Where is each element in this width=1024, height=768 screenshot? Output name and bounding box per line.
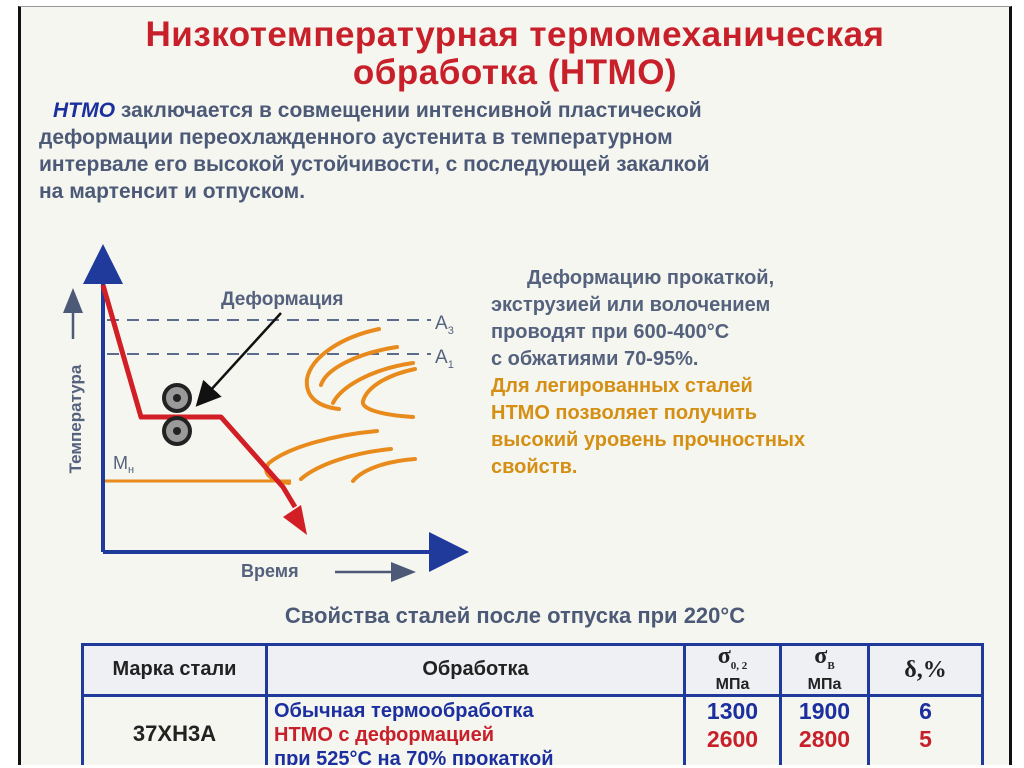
table-header-row: Марка стали Обработка σ0, 2 МПа σВ МПа δ… <box>81 643 984 697</box>
description-block: Деформацию прокаткой, экструзией или вол… <box>491 265 991 481</box>
intro-line2: деформации переохлажденного аустенита в … <box>39 126 673 149</box>
slide: Низкотемпературная термомеханическая обр… <box>18 6 1012 765</box>
cell-sigma02: 1300 2600 <box>683 693 782 765</box>
intro-paragraph: НТМО заключается в совмещении интенсивно… <box>39 97 999 205</box>
deformation-label: Деформация <box>221 289 344 310</box>
cell-sigmav: 1900 2800 <box>779 693 870 765</box>
y-axis-label: Температура <box>66 364 85 473</box>
intro-line1: НТМО заключается в совмещении интенсивно… <box>39 97 999 124</box>
desc-orange-line1: Для легированных сталей <box>491 375 753 397</box>
properties-table: Марка стали Обработка σ0, 2 МПа σВ МПа δ… <box>81 643 984 765</box>
intro-line3: интервале его высокой устойчивости, с по… <box>39 153 710 176</box>
upper-c-curves <box>304 327 417 419</box>
table-row: 37ХН3А Обычная термообработка НТМО с деф… <box>81 693 984 765</box>
desc-orange-line3: высокий уровень прочностных <box>491 429 806 451</box>
treatment-htmo-a: НТМО с деформацией <box>274 723 494 746</box>
desc-orange-line4: свойств. <box>491 456 578 478</box>
intro-line4: на мартенсит и отпуском. <box>39 180 306 203</box>
cell-delta: 6 5 <box>867 693 984 765</box>
roller-icon <box>162 383 192 446</box>
a1-label: A1 <box>435 347 454 371</box>
cooling-path-arrowhead <box>283 505 307 535</box>
header-steel: Марка стали <box>81 643 268 697</box>
header-processing: Обработка <box>265 643 686 697</box>
desc-gray-line4: с обжатиями 70-95%. <box>491 348 699 370</box>
header-delta: δ,% <box>867 643 984 697</box>
slide-title-line1: Низкотемпературная термомеханическая <box>145 15 885 54</box>
treatment-htmo-b: при 525°С на 70% прокаткой <box>274 747 554 765</box>
desc-gray-line2: экструзией или волочением <box>491 294 771 316</box>
slide-title-line2: обработка (НТМО) <box>352 53 678 92</box>
x-axis-label: Время <box>241 561 299 581</box>
desc-gray-line1: Деформацию прокаткой, <box>527 267 775 289</box>
deformation-pointer-arrow <box>195 312 282 407</box>
htmo-diagram: Температура Время A3 A1 Mн <box>63 244 469 582</box>
cell-processing: Обычная термообработка НТМО с деформацие… <box>265 693 686 765</box>
desc-orange-line2: НТМО позволяет получить <box>491 402 758 424</box>
intro-abbr: НТМО <box>53 99 116 122</box>
cell-steel: 37ХН3А <box>81 693 268 765</box>
desc-gray-line3: проводят при 600-400°С <box>491 321 730 343</box>
mn-label: Mн <box>113 453 134 476</box>
cooling-path <box>100 284 298 509</box>
properties-title: Свойства сталей после отпуска при 220°С <box>284 603 746 628</box>
header-sigma02: σ0, 2 МПа <box>683 643 782 697</box>
a3-label: A3 <box>435 313 454 337</box>
header-sigmav: σВ МПа <box>779 643 870 697</box>
lower-c-curves <box>264 429 417 485</box>
treatment-usual: Обычная термообработка <box>274 699 534 722</box>
intro-line1-rest: заключается в совмещении интенсивной пла… <box>115 99 702 122</box>
